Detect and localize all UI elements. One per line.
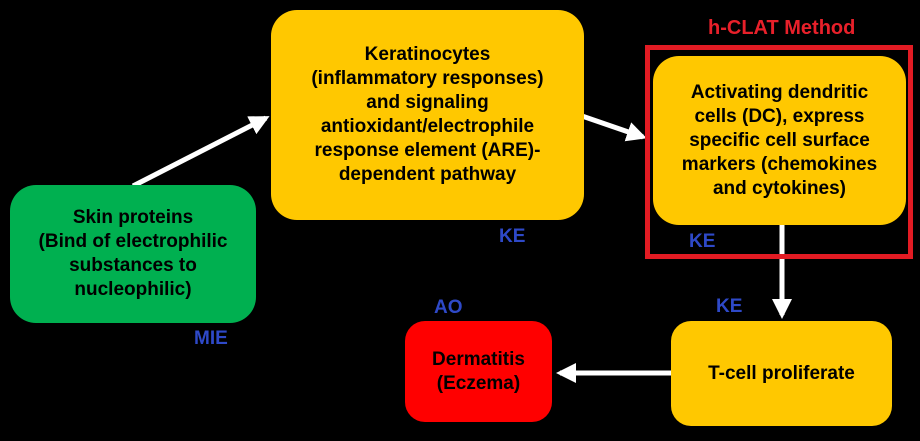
mie-label: MIE — [194, 328, 228, 349]
hclat-method-title: h-CLAT Method — [708, 17, 856, 39]
hclat-method-frame — [645, 45, 913, 259]
dermatitis-text: Dermatitis (Eczema) — [432, 348, 525, 394]
t-cell-text: T-cell proliferate — [708, 362, 855, 384]
arrow-skin-to-keratinocytes — [131, 115, 270, 189]
ke-keratinocytes-label: KE — [499, 226, 526, 247]
skin-proteins-text: Skin proteins (Bind of electrophilic sub… — [38, 207, 228, 300]
keratinocytes-text: Keratinocytes (inflammatory responses) a… — [311, 44, 544, 185]
skin-proteins-node: Skin proteins (Bind of electrophilic sub… — [10, 185, 256, 323]
ke-tcell-label: KE — [716, 296, 743, 317]
dendritic-cells-node: Activating dendritic cells (DC), express… — [653, 56, 906, 225]
dermatitis-node: Dermatitis (Eczema) — [405, 321, 552, 422]
t-cell-node: T-cell proliferate — [671, 321, 892, 426]
ke-dendritic-label: KE — [689, 231, 716, 252]
ao-label: AO — [434, 297, 463, 318]
keratinocytes-node: Keratinocytes (inflammatory responses) a… — [271, 10, 584, 220]
dendritic-cells-text: Activating dendritic cells (DC), express… — [681, 81, 878, 199]
arrow-keratinocytes-to-dc — [581, 113, 647, 142]
